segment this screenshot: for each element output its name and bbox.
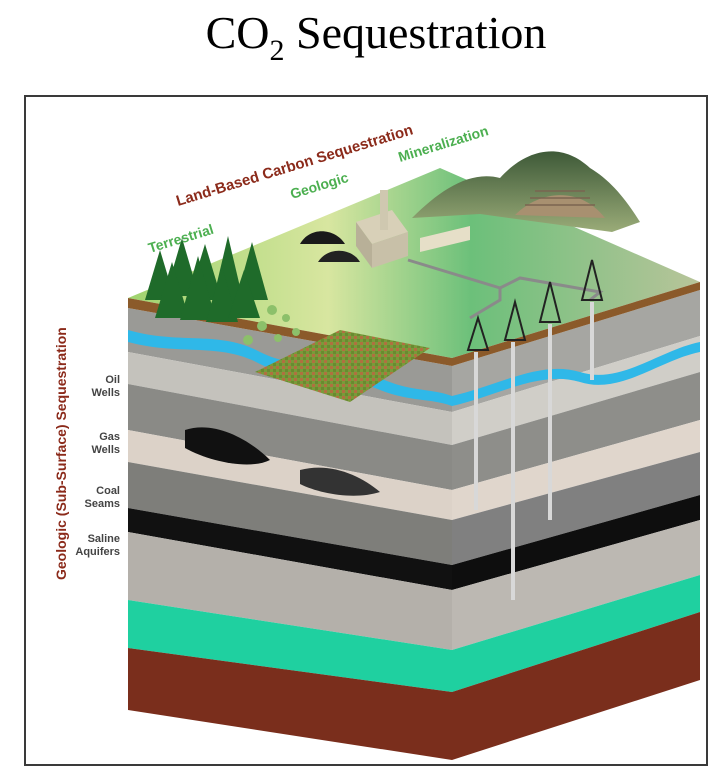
layer-label-line1: Oil [105,374,120,386]
forest [145,236,300,345]
layer-label-line1: Saline [88,533,120,545]
geologic-label: Geologic [288,169,350,202]
sub-surface-label: Geologic (Sub-Surface) Sequestration [53,327,69,580]
mountain [412,151,640,232]
layer-labels: Oil Wells Gas Wells Coal Seams Saline Aq… [75,374,120,558]
title-rest: Sequestration [284,7,547,58]
well-bores [474,302,594,600]
crop-field [255,330,430,402]
layer-label-line2: Wells [91,387,120,399]
layer-label-line1: Gas [99,431,120,443]
right-face-strata [452,290,700,760]
layer-label-line2: Seams [85,498,120,510]
pipelines [407,258,604,320]
power-plant [300,190,470,268]
layer-label-line2: Aquifers [75,546,120,558]
drilling-rigs [466,259,604,351]
layer-label-line2: Wells [91,444,120,456]
page-title: CO2 Sequestration [0,0,722,80]
title-co: CO [205,7,270,58]
title-subscript: 2 [269,34,285,67]
layer-label-line1: Coal [96,485,120,497]
